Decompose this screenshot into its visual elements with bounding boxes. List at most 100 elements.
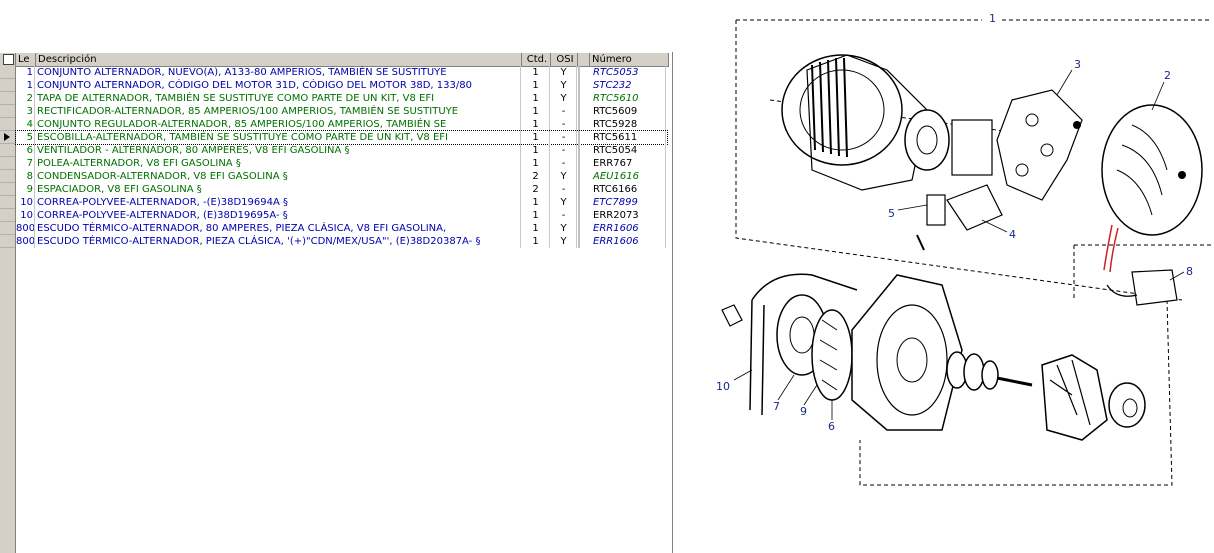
table-row[interactable]: 9 ESPACIADOR, V8 EFI GASOLINA § 2 - RTC6… (16, 183, 667, 196)
row-selector[interactable] (0, 144, 15, 157)
header-numero[interactable]: Número (590, 53, 669, 66)
cell-osi: - (551, 209, 577, 222)
cell-numero[interactable]: RTC6166 (590, 183, 666, 196)
cell-le: 3 (16, 105, 35, 118)
cell-le: 800 (16, 235, 35, 248)
exploded-parts-diagram: 1 2 3 4 5 6 7 8 9 10 (712, 0, 1214, 500)
cell-numero[interactable]: ERR767 (590, 157, 666, 170)
cell-numero[interactable]: RTC5610 (590, 92, 666, 105)
cell-osi: - (551, 118, 577, 131)
cell-le: 1 (16, 79, 35, 92)
table-header: Le Descripción Ctd. OSI Número (0, 52, 669, 67)
table-row[interactable]: 6 VENTILADOR - ALTERNADOR, 80 AMPERES, V… (16, 144, 667, 157)
cell-numero[interactable]: AEU1616 (590, 170, 666, 183)
column-divider (578, 79, 580, 92)
cell-ctd: 1 (522, 196, 550, 209)
table-row[interactable]: 10 CORREA-POLYVEE-ALTERNADOR, -(E)38D196… (16, 196, 667, 209)
cell-osi: Y (551, 235, 577, 248)
condenser (1106, 269, 1178, 306)
callout-2: 2 (1164, 69, 1171, 82)
cell-le: 800 (16, 222, 35, 235)
table-row[interactable]: 7 POLEA-ALTERNADOR, V8 EFI GASOLINA § 1 … (16, 157, 667, 170)
cell-osi: - (551, 144, 577, 157)
cell-descripcion: CORREA-POLYVEE-ALTERNADOR, -(E)38D19694A… (36, 196, 521, 209)
cell-numero[interactable]: ERR1606 (590, 235, 666, 248)
cell-ctd: 2 (522, 170, 550, 183)
column-divider (578, 157, 580, 170)
cell-descripcion: ESPACIADOR, V8 EFI GASOLINA § (36, 183, 521, 196)
cell-numero[interactable]: RTC5053 (590, 66, 666, 79)
rectifier (996, 89, 1083, 201)
cell-numero[interactable]: RTC5054 (590, 144, 666, 157)
callout-5: 5 (888, 207, 895, 220)
cell-descripcion: ESCUDO TÉRMICO-ALTERNADOR, PIEZA CLÁSICA… (36, 235, 521, 248)
row-selector[interactable] (0, 222, 15, 235)
table-row[interactable]: 800 ESCUDO TÉRMICO-ALTERNADOR, 80 AMPERE… (16, 222, 667, 235)
row-selector[interactable] (0, 79, 15, 92)
cell-le: 5 (16, 131, 35, 144)
callout-8: 8 (1186, 265, 1193, 278)
header-descripcion[interactable]: Descripción (36, 53, 522, 66)
cell-osi: Y (551, 170, 577, 183)
header-osi[interactable]: OSI (551, 53, 578, 66)
front-housing (851, 274, 963, 431)
header-spacer (578, 53, 590, 66)
row-selector[interactable] (0, 118, 15, 131)
table-row[interactable]: 4 CONJUNTO REGULADOR-ALTERNADOR, 85 AMPE… (16, 118, 667, 131)
cell-numero[interactable]: ERR1606 (590, 222, 666, 235)
table-row[interactable]: 10 CORREA-POLYVEE-ALTERNADOR, (E)38D1969… (16, 209, 667, 222)
header-le[interactable]: Le (16, 53, 36, 66)
bearing-stack (946, 351, 1033, 391)
row-selector[interactable] (0, 196, 15, 209)
table-row-current[interactable]: 5 ESCOBILLA-ALTERNADOR, TAMBIÉN SE SUSTI… (15, 130, 668, 145)
row-selector[interactable] (0, 235, 15, 248)
row-selector[interactable] (0, 66, 15, 79)
cell-le: 6 (16, 144, 35, 157)
table-row[interactable]: 8 CONDENSADOR-ALTERNADOR, V8 EFI GASOLIN… (16, 170, 667, 183)
cell-le: 10 (16, 196, 35, 209)
column-divider (578, 131, 580, 144)
cell-numero[interactable]: RTC5611 (590, 131, 666, 144)
header-ctd[interactable]: Ctd. (522, 53, 551, 66)
table-row[interactable]: 3 RECTIFICADOR-ALTERNADOR, 85 AMPERIOS/1… (16, 105, 667, 118)
select-all-header[interactable] (0, 53, 16, 66)
select-all-checkbox[interactable] (3, 54, 14, 65)
cell-numero[interactable]: RTC5928 (590, 118, 666, 131)
cell-descripcion: POLEA-ALTERNADOR, V8 EFI GASOLINA § (36, 157, 521, 170)
polyvee-belt (749, 273, 858, 416)
cell-descripcion: RECTIFICADOR-ALTERNADOR, 85 AMPERIOS/100… (36, 105, 521, 118)
row-selector[interactable] (0, 209, 15, 222)
cell-ctd: 1 (522, 131, 550, 144)
cell-descripcion: ESCOBILLA-ALTERNADOR, TAMBIÉN SE SUSTITU… (36, 131, 521, 144)
current-row-arrow-icon (4, 133, 10, 141)
row-selector[interactable] (0, 170, 15, 183)
column-divider (578, 222, 580, 235)
callout-3: 3 (1074, 58, 1081, 71)
table-row[interactable]: 1 CONJUNTO ALTERNADOR, CÓDIGO DEL MOTOR … (16, 79, 667, 92)
cell-osi: Y (551, 66, 577, 79)
brush-box (916, 194, 946, 251)
cell-numero[interactable]: STC232 (590, 79, 666, 92)
row-selector[interactable] (0, 183, 15, 196)
cell-numero[interactable]: RTC5609 (590, 105, 666, 118)
table-row[interactable]: 2 TAPA DE ALTERNADOR, TAMBIÉN SE SUSTITU… (16, 92, 667, 105)
cell-numero[interactable]: ERR2073 (590, 209, 666, 222)
table-row[interactable]: 800 ESCUDO TÉRMICO-ALTERNADOR, PIEZA CLÁ… (16, 235, 667, 248)
cell-le: 1 (16, 66, 35, 79)
cell-ctd: 1 (522, 222, 550, 235)
regulator (946, 184, 1003, 231)
cell-ctd: 1 (522, 105, 550, 118)
alternator-diagram-svg: 1 2 3 4 5 6 7 8 9 10 (716, 12, 1212, 486)
cell-ctd: 1 (522, 66, 550, 79)
row-selector[interactable] (0, 92, 15, 105)
row-selector[interactable] (0, 105, 15, 118)
alternator-body (781, 54, 993, 191)
row-selector-current[interactable] (0, 131, 15, 144)
column-divider (578, 144, 580, 157)
rotor (1041, 354, 1146, 441)
cell-numero[interactable]: ETC7899 (590, 196, 666, 209)
cell-descripcion: CONJUNTO ALTERNADOR, CÓDIGO DEL MOTOR 31… (36, 79, 521, 92)
cell-ctd: 1 (522, 79, 550, 92)
table-row[interactable]: 1 CONJUNTO ALTERNADOR, NUEVO(A), A133-80… (16, 66, 667, 79)
row-selector[interactable] (0, 157, 15, 170)
